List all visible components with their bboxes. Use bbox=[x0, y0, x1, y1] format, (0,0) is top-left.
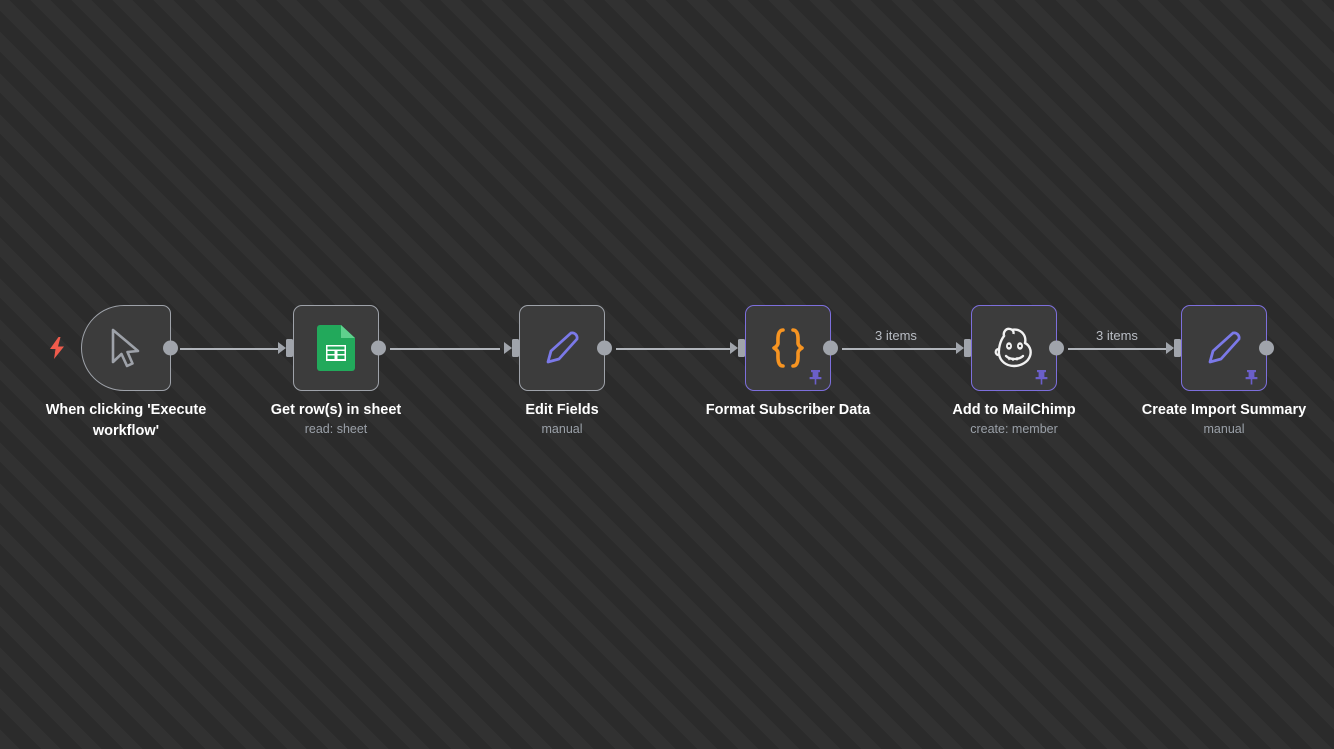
node-input-connector[interactable] bbox=[956, 339, 972, 357]
node-subtitle: read: sheet bbox=[304, 422, 368, 436]
node-google-sheets[interactable]: Get row(s) in sheet read: sheet bbox=[271, 305, 401, 436]
node-format-subscriber-data[interactable]: Format Subscriber Data bbox=[706, 305, 870, 418]
node-input-connector[interactable] bbox=[504, 339, 520, 357]
node-input-connector[interactable] bbox=[1166, 339, 1182, 357]
connection-label-items: 3 items bbox=[1096, 328, 1138, 343]
node-output-connector[interactable] bbox=[371, 340, 386, 356]
pencil-icon bbox=[1202, 326, 1246, 370]
node-output-connector[interactable] bbox=[163, 340, 178, 356]
node-create-import-summary[interactable]: Create Import Summary manual bbox=[1142, 305, 1306, 436]
code-braces-icon bbox=[765, 325, 811, 371]
connection-line[interactable] bbox=[1068, 348, 1172, 350]
node-title: Edit Fields bbox=[525, 402, 599, 418]
pencil-icon bbox=[540, 326, 584, 370]
node-input-connector[interactable] bbox=[730, 339, 746, 357]
node-body[interactable] bbox=[730, 305, 838, 391]
node-title: Add to MailChimp bbox=[952, 402, 1076, 418]
node-add-to-mailchimp[interactable]: Add to MailChimp create: member bbox=[952, 305, 1076, 436]
node-output-connector[interactable] bbox=[1259, 340, 1274, 356]
google-sheets-icon bbox=[317, 325, 355, 371]
node-body[interactable] bbox=[278, 305, 386, 391]
connection-line[interactable] bbox=[390, 348, 500, 350]
connection-line[interactable] bbox=[842, 348, 957, 350]
pin-icon[interactable] bbox=[808, 369, 823, 385]
pin-icon[interactable] bbox=[1034, 369, 1049, 385]
node-body[interactable] bbox=[956, 305, 1064, 391]
node-title: Format Subscriber Data bbox=[705, 402, 871, 418]
node-subtitle: manual bbox=[541, 422, 583, 436]
connection-line[interactable] bbox=[616, 348, 733, 350]
node-input-connector[interactable] bbox=[278, 339, 294, 357]
node-body[interactable] bbox=[504, 305, 612, 391]
node-body[interactable] bbox=[50, 305, 178, 391]
node-body[interactable] bbox=[1166, 305, 1274, 391]
cursor-pointer-icon bbox=[106, 326, 146, 370]
node-output-connector[interactable] bbox=[1049, 340, 1064, 356]
node-manual-trigger[interactable]: When clicking 'Execute workflow' bbox=[46, 305, 206, 439]
connection-line[interactable] bbox=[180, 348, 282, 350]
node-output-connector[interactable] bbox=[823, 340, 838, 356]
node-edit-fields[interactable]: Edit Fields manual bbox=[504, 305, 612, 436]
node-subtitle: create: member bbox=[970, 422, 1058, 436]
pin-icon[interactable] bbox=[1244, 369, 1259, 385]
node-title: Create Import Summary bbox=[1141, 402, 1307, 418]
node-subtitle: manual bbox=[1203, 422, 1245, 436]
node-output-connector[interactable] bbox=[597, 340, 612, 356]
mailchimp-icon bbox=[989, 323, 1039, 373]
node-title: When clicking 'Execute workflow' bbox=[45, 402, 207, 439]
lightning-bolt-icon bbox=[49, 337, 65, 359]
connection-label-items: 3 items bbox=[875, 328, 917, 343]
node-title: Get row(s) in sheet bbox=[270, 402, 402, 418]
